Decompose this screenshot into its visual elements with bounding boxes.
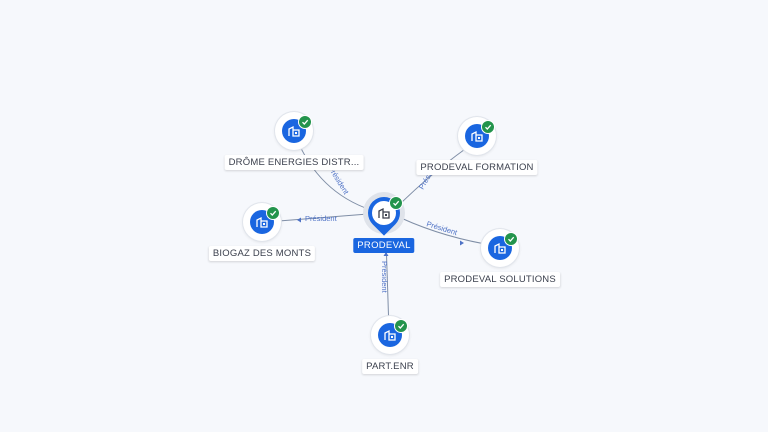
edge-label-solutions: Président (425, 219, 459, 237)
verified-check-icon (389, 196, 403, 210)
node-label[interactable]: PART.ENR (362, 359, 418, 374)
center-node-label[interactable]: PRODEVAL (353, 238, 415, 253)
verified-check-icon (481, 120, 495, 134)
edge-label-biogaz: Président (305, 214, 338, 223)
verified-check-icon (298, 115, 312, 129)
verified-check-icon (504, 232, 518, 246)
arrow-biogaz (297, 217, 301, 223)
arrow-solutions (460, 240, 464, 246)
node-label[interactable]: PRODEVAL SOLUTIONS (440, 272, 560, 287)
edge-label-partenr: Président (380, 261, 389, 294)
edge-biogaz (265, 213, 369, 223)
arrow-partenr (383, 252, 389, 256)
verified-check-icon (266, 206, 280, 220)
verified-check-icon (394, 319, 408, 333)
node-label[interactable]: PRODEVAL FORMATION (416, 160, 538, 175)
node-label[interactable]: BIOGAZ DES MONTS (208, 246, 316, 261)
node-label[interactable]: DRÔME ENERGIES DISTR... (224, 155, 364, 170)
